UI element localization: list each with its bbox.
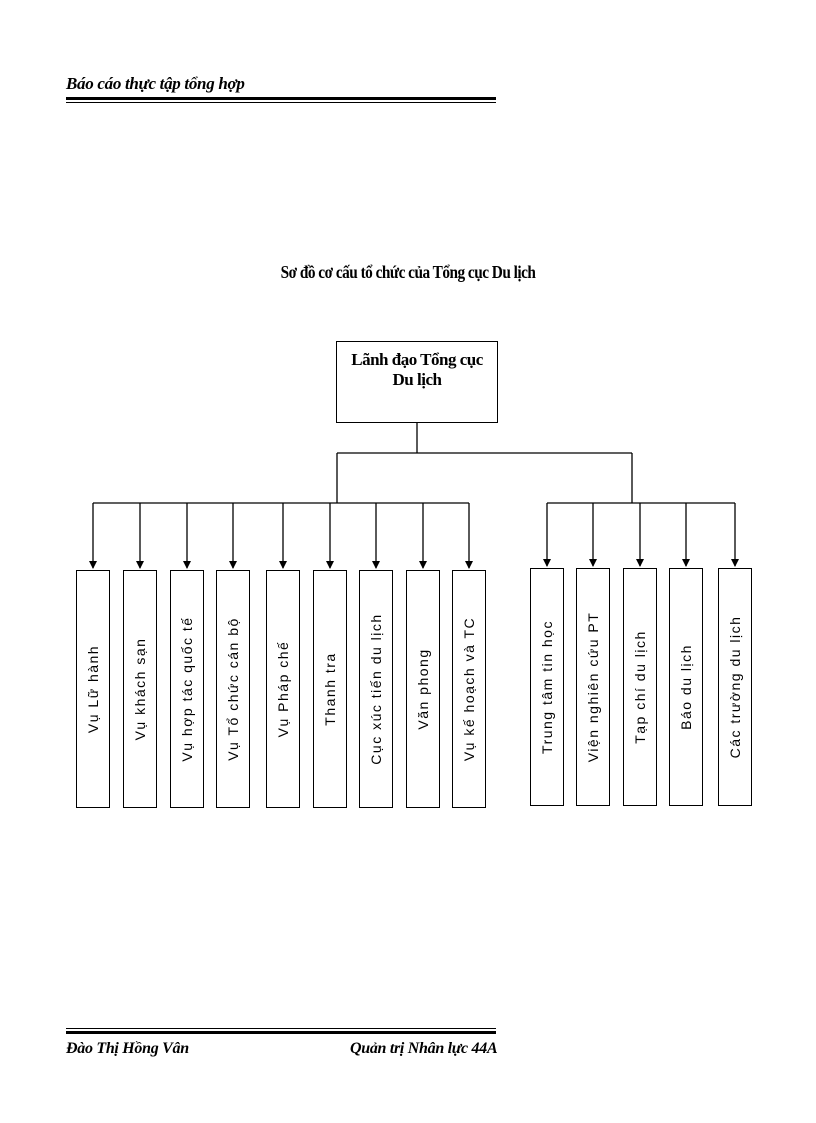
left-group-department-label: Vụ Tổ chức cán bộ bbox=[225, 617, 241, 761]
header-rule-thin bbox=[66, 102, 496, 103]
right-group-department-box: Trung tâm tin học bbox=[530, 568, 564, 806]
left-group-department-label: Văn phong bbox=[415, 648, 431, 730]
footer-author: Đào Thị Hồng Vân bbox=[66, 1040, 189, 1057]
left-group-arrow-icon bbox=[419, 561, 427, 569]
right-group-department-box: Báo du lịch bbox=[669, 568, 703, 806]
header-rule-thick bbox=[66, 97, 496, 100]
root-box-line-1: Lãnh đạo Tổng cục bbox=[351, 350, 483, 369]
page-header-title: Báo cáo thực tập tổng hợp bbox=[66, 74, 245, 93]
right-group-arrow-icon bbox=[682, 559, 690, 567]
footer-class: Quản trị Nhân lực 44A bbox=[350, 1040, 498, 1057]
left-group-department-box: Cục xúc tiến du lịch bbox=[359, 570, 393, 808]
right-group-department-box: Tạp chí du lịch bbox=[623, 568, 657, 806]
left-group-department-box: Vụ Tổ chức cán bộ bbox=[216, 570, 250, 808]
left-group-department-box: Vụ hợp tác quốc tế bbox=[170, 570, 204, 808]
right-group-department-label: Các trường du lịch bbox=[727, 615, 743, 759]
footer-rule-thick bbox=[66, 1031, 496, 1034]
root-box: Lãnh đạo Tổng cục Du lịch bbox=[336, 341, 498, 423]
left-group-arrow-icon bbox=[89, 561, 97, 569]
root-box-line-2: Du lịch bbox=[392, 370, 442, 389]
right-group-department-label: Trung tâm tin học bbox=[539, 620, 555, 754]
right-group-arrow-icon bbox=[543, 559, 551, 567]
left-group-department-label: Vụ Lữ hành bbox=[85, 644, 101, 734]
left-group-arrow-icon bbox=[465, 561, 473, 569]
left-group-department-box: Văn phong bbox=[406, 570, 440, 808]
diagram-title: Sơ đồ cơ cấu tổ chức của Tổng cục Du lịc… bbox=[280, 262, 536, 282]
right-group-arrow-icon bbox=[636, 559, 644, 567]
left-group-department-label: Vụ Pháp chế bbox=[275, 640, 291, 738]
right-group-department-box: Viện nghiên cứu PT bbox=[576, 568, 610, 806]
left-group-arrow-icon bbox=[279, 561, 287, 569]
left-group-department-label: Vụ hợp tác quốc tế bbox=[179, 616, 195, 762]
left-group-department-box: Vụ kế hoạch và TC bbox=[452, 570, 486, 808]
left-group-department-box: Vụ Pháp chế bbox=[266, 570, 300, 808]
right-group-department-label: Viện nghiên cứu PT bbox=[585, 611, 601, 763]
left-group-department-label: Cục xúc tiến du lịch bbox=[368, 613, 384, 765]
left-group-department-label: Thanh tra bbox=[322, 652, 338, 726]
footer-rule-thin bbox=[66, 1028, 496, 1029]
left-group-arrow-icon bbox=[183, 561, 191, 569]
right-group-department-label: Báo du lịch bbox=[678, 644, 694, 730]
left-group-department-box: Vụ Lữ hành bbox=[76, 570, 110, 808]
left-group-department-label: Vụ khách sạn bbox=[132, 637, 148, 741]
left-group-arrow-icon bbox=[229, 561, 237, 569]
right-group-arrow-icon bbox=[589, 559, 597, 567]
left-group-arrow-icon bbox=[136, 561, 144, 569]
right-group-department-label: Tạp chí du lịch bbox=[632, 630, 648, 744]
left-group-department-box: Thanh tra bbox=[313, 570, 347, 808]
right-group-department-box: Các trường du lịch bbox=[718, 568, 752, 806]
left-group-department-box: Vụ khách sạn bbox=[123, 570, 157, 808]
left-group-arrow-icon bbox=[372, 561, 380, 569]
left-group-department-label: Vụ kế hoạch và TC bbox=[461, 616, 477, 762]
left-group-arrow-icon bbox=[326, 561, 334, 569]
right-group-arrow-icon bbox=[731, 559, 739, 567]
